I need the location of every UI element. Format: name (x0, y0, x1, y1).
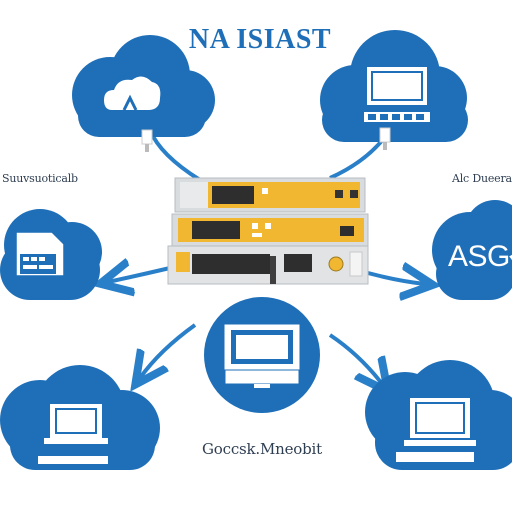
plug-connector (141, 129, 153, 152)
right-cloud-label: Alc Dueerab (452, 172, 512, 185)
laptop-icon (38, 404, 108, 464)
cloud-icon (0, 365, 160, 470)
cloud-glyph (104, 76, 161, 111)
server-unit-3 (167, 245, 369, 285)
arrow-bottom-right (328, 333, 383, 385)
center-node (204, 297, 320, 413)
left-cloud-label: Suuvsuoticalb (2, 172, 78, 185)
monitor-icon (224, 324, 300, 388)
server-unit-2 (171, 213, 369, 247)
asg-label: ASG (448, 240, 510, 273)
arrow-left (108, 268, 171, 282)
cloud-top-left (72, 35, 215, 152)
server-rack-icon (167, 177, 369, 285)
server-unit-1 (174, 177, 366, 213)
arrow-bottom-left (140, 323, 197, 378)
laptop-icon (364, 67, 430, 122)
arrow-top-left (148, 129, 202, 182)
cloud-top-right (320, 30, 468, 150)
bottom-label: Goccsk.Mneobit (202, 440, 322, 458)
page-title: NA ISIAST (188, 24, 332, 55)
cloud-bottom-right (365, 360, 512, 470)
cloud-right (432, 200, 512, 300)
plug-connector (379, 127, 391, 150)
cloud-icon (432, 200, 512, 300)
laptop-icon (396, 398, 476, 462)
document-icon (15, 231, 65, 277)
cloud-bottom-left (0, 365, 160, 470)
cloud-left (0, 209, 102, 300)
